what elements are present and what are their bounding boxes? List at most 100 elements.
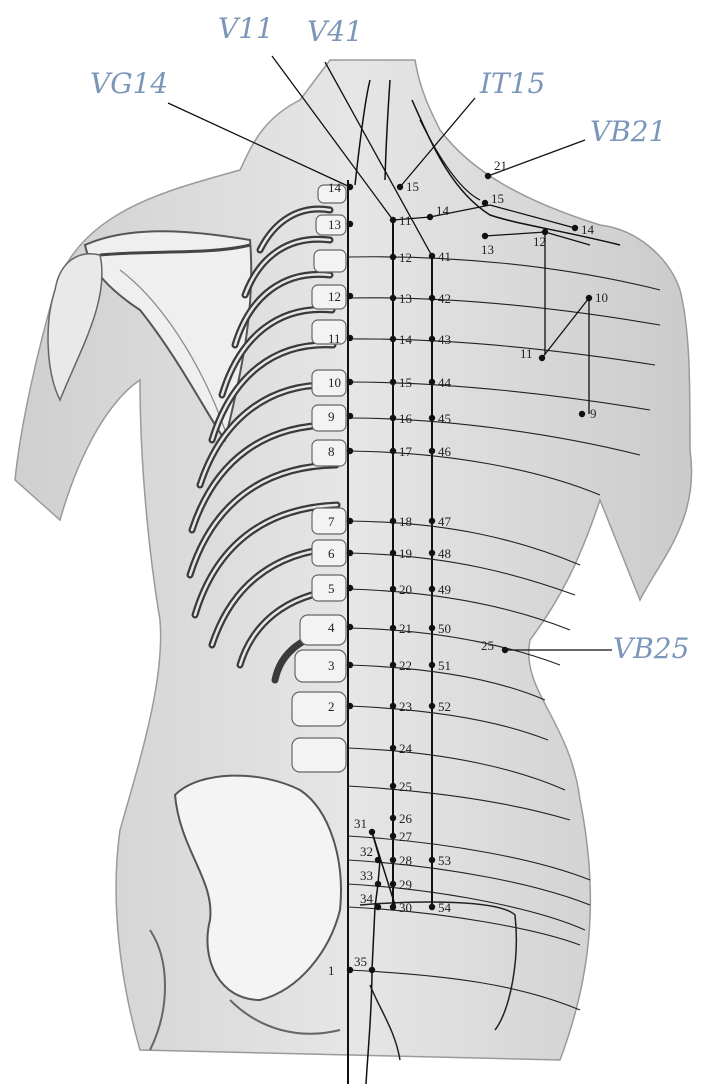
point-bl-48-label: 48	[438, 546, 451, 561]
point-sacral-31-label: 31	[354, 816, 367, 831]
point-shoulder-12-3-label: 12	[533, 234, 546, 249]
point-shoulder-10-7-dot	[586, 295, 592, 301]
point-gv-2-dot	[347, 703, 353, 709]
point-sacral-34-dot	[375, 904, 381, 910]
point-gv-10-dot	[347, 379, 353, 385]
point-shoulder-9-9-dot	[579, 411, 585, 417]
point-bl-45-label: 45	[438, 411, 451, 426]
point-bl-54-label: 54	[438, 900, 452, 915]
point-shoulder-21-4-label: 21	[494, 158, 507, 173]
point-gv-6-dot	[347, 550, 353, 556]
point-bl-12-label: 12	[399, 250, 412, 265]
point-shoulder-15-0-label: 15	[406, 179, 419, 194]
point-bl-43-label: 43	[438, 332, 451, 347]
point-gv-5-dot	[347, 585, 353, 591]
point-shoulder-9-9-label: 9	[590, 406, 597, 421]
point-bl-47-label: 47	[438, 514, 452, 529]
point-sacral-35-dot	[369, 967, 375, 973]
point-bl-22-label: 22	[399, 658, 412, 673]
point-shoulder-21-4: 21	[485, 158, 507, 179]
point-gv-14-label: 14	[328, 180, 342, 195]
point-shoulder-11-8-dot	[539, 355, 545, 361]
point-gv-3-label: 3	[328, 658, 335, 673]
point-gv-3-dot	[347, 662, 353, 668]
point-bl-18-dot	[390, 518, 396, 524]
point-bl-44-dot	[429, 379, 435, 385]
point-bl-19-label: 19	[399, 546, 412, 561]
point-bl-52-label: 52	[438, 699, 451, 714]
point-bl-51-dot	[429, 662, 435, 668]
point-bl-25-label: 25	[399, 779, 412, 794]
point-bl-46-dot	[429, 448, 435, 454]
point-gv-7-label: 7	[328, 514, 335, 529]
point-bl-52-dot	[429, 703, 435, 709]
point-bl-30-dot	[390, 904, 396, 910]
point-gv-11-label: 11	[328, 331, 341, 346]
point-bl-28-dot	[390, 857, 396, 863]
point-bl-29-label: 29	[399, 877, 412, 892]
point-bl-19-dot	[390, 550, 396, 556]
point-sacral-31-dot	[369, 829, 375, 835]
point-gv-1-label: 1	[328, 963, 335, 978]
point-bl-22-dot	[390, 662, 396, 668]
point-bl-18-label: 18	[399, 514, 412, 529]
point-sacral-32-dot	[375, 857, 381, 863]
point-bl-41-label: 41	[438, 249, 451, 264]
point-bl-47-dot	[429, 518, 435, 524]
point-shoulder-10-7-label: 10	[595, 290, 608, 305]
point-bl-27-label: 27	[399, 829, 413, 844]
callout-vb21: VB21	[590, 115, 666, 148]
point-shoulder-14-1-label: 14	[436, 203, 450, 218]
point-bl-54-dot	[429, 904, 435, 910]
point-bl-49-dot	[429, 586, 435, 592]
point-gv-11-dot	[347, 335, 353, 341]
point-gv-7-dot	[347, 518, 353, 524]
point-shoulder-15-5-label: 15	[491, 191, 504, 206]
point-sacral-34-label: 34	[360, 891, 374, 906]
point-bl-20-dot	[390, 586, 396, 592]
point-bl-26-label: 26	[399, 811, 413, 826]
point-bl-21-dot	[390, 625, 396, 631]
point-bl-11-label: 11	[399, 213, 412, 228]
point-sacral-33-dot	[375, 881, 381, 887]
point-sacral-32-label: 32	[360, 844, 373, 859]
point-sacral-33-label: 33	[360, 868, 373, 883]
callout-v41: V41	[307, 15, 363, 48]
point-bl-29-dot	[390, 881, 396, 887]
point-shoulder-25-10-label: 25	[481, 638, 494, 653]
point-bl-16-dot	[390, 415, 396, 421]
point-gv-2-label: 2	[328, 699, 335, 714]
point-bl-16-label: 16	[399, 411, 413, 426]
point-sacral-35-label: 35	[354, 954, 367, 969]
point-gv-9-dot	[347, 413, 353, 419]
point-shoulder-25-10-dot	[502, 647, 508, 653]
point-bl-17-label: 17	[399, 444, 413, 459]
point-shoulder-15-0-dot	[397, 184, 403, 190]
point-bl-50-dot	[429, 625, 435, 631]
point-bl-14-dot	[390, 336, 396, 342]
point-bl-11-dot	[390, 217, 396, 223]
point-gv-1-dot	[347, 967, 353, 973]
point-bl-30-label: 30	[399, 900, 412, 915]
point-gv-12-label: 12	[328, 289, 341, 304]
point-bl-44-label: 44	[438, 375, 452, 390]
point-bl-51-label: 51	[438, 658, 451, 673]
point-bl-53-dot	[429, 857, 435, 863]
point-bl-23-label: 23	[399, 699, 412, 714]
point-gv-13-label: 13	[328, 217, 341, 232]
point-bl-49-label: 49	[438, 582, 451, 597]
point-gv-5-label: 5	[328, 581, 335, 596]
point-gv-6-label: 6	[328, 546, 335, 561]
point-shoulder-21-4-dot	[485, 173, 491, 179]
callout-vb25: VB25	[613, 632, 689, 665]
point-bl-15-label: 15	[399, 375, 412, 390]
point-bl-13-label: 13	[399, 291, 412, 306]
point-shoulder-15-5-dot	[482, 200, 488, 206]
point-bl-43-dot	[429, 336, 435, 342]
point-gv-4-label: 4	[328, 620, 335, 635]
point-bl-24-dot	[390, 745, 396, 751]
point-gv-14-dot	[347, 184, 353, 190]
point-shoulder-11-8-label: 11	[520, 346, 533, 361]
point-gv-9-label: 9	[328, 409, 335, 424]
